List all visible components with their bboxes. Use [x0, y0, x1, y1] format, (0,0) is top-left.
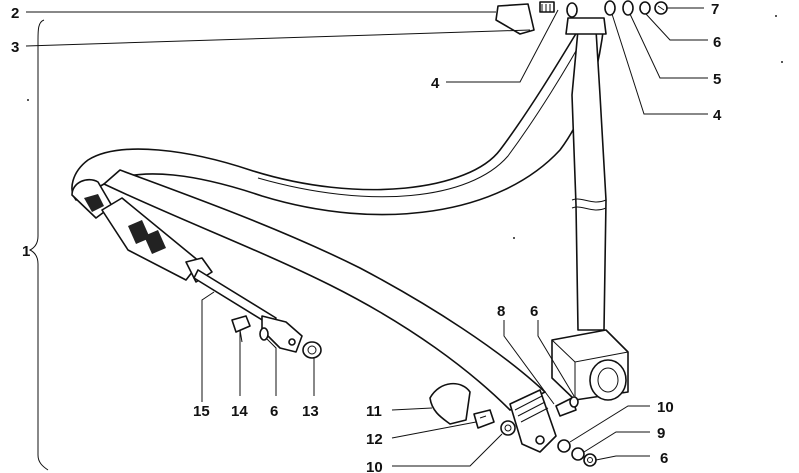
upper-washer-stack — [604, 0, 668, 16]
buckle-anchor-hole — [288, 338, 296, 346]
callout-9: 9 — [657, 425, 665, 442]
callout-10-right: 10 — [657, 399, 674, 416]
callout-14: 14 — [231, 403, 248, 420]
retractor-washer — [569, 396, 579, 408]
callout-5: 5 — [713, 71, 721, 88]
callout-6-upper: 6 — [713, 34, 721, 51]
callout-15: 15 — [193, 403, 210, 420]
callout-4-upper: 4 — [431, 75, 440, 92]
lower-nut-6 — [583, 453, 597, 467]
callout-13: 13 — [302, 403, 319, 420]
callout-4-lower: 4 — [713, 107, 722, 124]
cover-cap — [495, 3, 535, 35]
floor-bolt — [473, 409, 495, 429]
lower-washer-10 — [557, 439, 571, 453]
callout-2: 2 — [11, 5, 19, 22]
anchor-cover — [429, 382, 471, 425]
callouts: 2 3 4 7 6 5 4 1 8 6 15 14 6 13 11 12 10 … — [11, 1, 722, 473]
group-bracket — [28, 19, 49, 471]
upper-guide-loop — [565, 2, 607, 35]
callout-6-buckle: 6 — [270, 403, 278, 420]
belt-webbing-vertical — [571, 29, 607, 331]
callout-12: 12 — [366, 431, 383, 448]
leader-lines — [25, 7, 708, 467]
lower-anchor-plate — [509, 389, 557, 453]
buckle-tongue — [71, 178, 113, 219]
callout-3: 3 — [11, 39, 19, 56]
belt-webbing-upper-edge — [257, 25, 591, 198]
buckle-washer — [259, 327, 269, 341]
callout-8: 8 — [497, 303, 505, 320]
belt-webbing-upper — [71, 21, 605, 216]
print-dot — [513, 237, 515, 239]
floor-washer — [500, 420, 516, 436]
retractor — [551, 329, 629, 401]
webbing-break-mark — [571, 198, 607, 211]
callout-7: 7 — [711, 1, 719, 18]
print-dot — [781, 61, 783, 63]
callout-10-left: 10 — [366, 459, 383, 473]
callout-6-retractor: 6 — [530, 303, 538, 320]
buckle-bolt — [231, 315, 251, 343]
print-dot — [27, 99, 29, 101]
callout-1: 1 — [22, 243, 30, 260]
callout-11: 11 — [366, 403, 382, 420]
print-dot — [775, 15, 777, 17]
lower-washer-9 — [571, 447, 585, 461]
upper-bolt — [539, 1, 555, 13]
callout-6-lower: 6 — [660, 450, 668, 467]
buckle-spacer — [302, 341, 322, 359]
